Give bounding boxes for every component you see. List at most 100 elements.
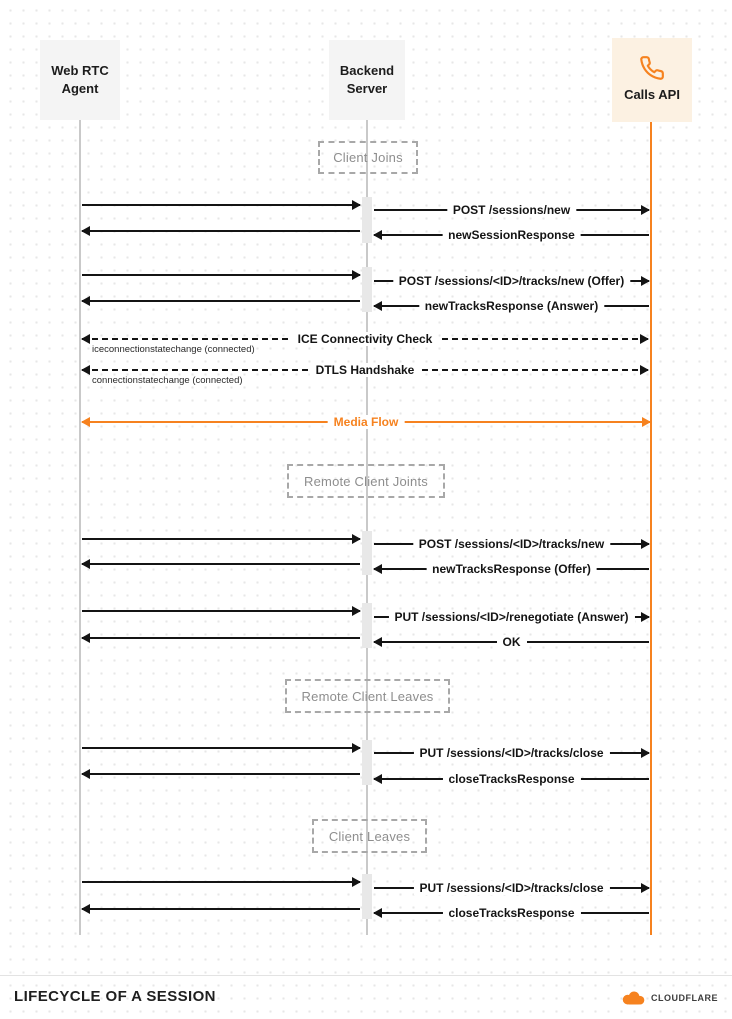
arrow-backend-to-callsapi: PUT /sessions/<ID>/renegotiate (Answer)	[374, 610, 650, 624]
page-title: LIFECYCLE OF A SESSION	[14, 988, 216, 1005]
section-remote-client-leaves: Remote Client Leaves	[285, 679, 450, 713]
arrowhead-right-icon	[641, 883, 650, 893]
arrowhead-left-icon	[373, 301, 382, 311]
message-label: Media Flow	[327, 415, 405, 429]
arrowhead-right-icon	[641, 748, 650, 758]
actor-webrtc-agent-line1: Web RTC	[51, 62, 109, 78]
section-label: Client Joins	[333, 150, 403, 165]
message-label: OK	[496, 635, 527, 649]
arrow-backend-to-agent	[81, 226, 360, 236]
arrowhead-left-icon	[81, 904, 90, 914]
arrowhead-left-icon	[81, 365, 90, 375]
arrow-agent-to-backend	[82, 534, 361, 544]
arrow-callsapi-to-backend: closeTracksResponse	[373, 906, 649, 920]
arrow-backend-to-agent	[81, 296, 360, 306]
arrowhead-left-icon	[81, 769, 90, 779]
lifeline-calls-api	[650, 122, 652, 935]
message-label: newTracksResponse (Offer)	[426, 562, 597, 576]
arrow-backend-to-agent	[81, 559, 360, 569]
arrow-line	[82, 908, 360, 910]
arrow-backend-to-callsapi: PUT /sessions/<ID>/tracks/close	[374, 881, 650, 895]
arrow-line	[82, 773, 360, 775]
message-label: POST /sessions/new	[446, 203, 577, 217]
section-label: Remote Client Leaves	[301, 688, 434, 704]
message-label: newTracksResponse (Answer)	[418, 299, 605, 313]
arrowhead-right-icon	[641, 205, 650, 215]
arrow-callsapi-to-backend: newSessionResponse	[373, 228, 649, 242]
activation-bar	[362, 603, 372, 648]
arrowhead-right-icon	[352, 270, 361, 280]
activation-bar	[362, 197, 372, 243]
arrow-backend-to-callsapi: PUT /sessions/<ID>/tracks/close	[374, 746, 650, 760]
arrow-line	[82, 274, 360, 276]
arrowhead-left-icon	[373, 637, 382, 647]
arrowhead-left-icon	[81, 559, 90, 569]
arrowhead-left-icon	[81, 226, 90, 236]
arrow-line	[82, 637, 360, 639]
arrow-dtls-handshake: DTLS Handshake	[81, 363, 649, 377]
arrowhead-right-icon	[352, 200, 361, 210]
arrow-line	[82, 230, 360, 232]
arrow-backend-to-agent	[81, 904, 360, 914]
arrow-line	[82, 747, 360, 749]
arrowhead-right-icon	[641, 276, 650, 286]
activation-bar	[362, 531, 372, 575]
message-label: closeTracksResponse	[442, 772, 581, 786]
arrowhead-right-icon	[352, 606, 361, 616]
arrow-backend-to-callsapi: POST /sessions/new	[374, 203, 650, 217]
arrowhead-left-icon	[81, 296, 90, 306]
message-label: ICE Connectivity Check	[291, 332, 439, 346]
message-label: PUT /sessions/<ID>/tracks/close	[413, 881, 610, 895]
arrowhead-left-icon	[81, 633, 90, 643]
activation-bar	[362, 740, 372, 785]
actor-webrtc-agent: Web RTC Agent	[40, 40, 120, 120]
arrowhead-right-icon	[352, 877, 361, 887]
arrowhead-right-icon	[352, 743, 361, 753]
lifeline-webrtc-agent	[79, 120, 81, 935]
activation-bar	[362, 267, 372, 312]
arrowhead-left-icon	[373, 564, 382, 574]
arrowhead-right-icon	[642, 417, 651, 427]
arrow-line	[82, 610, 360, 612]
cloudflare-wordmark: CLOUDFLARE	[651, 993, 718, 1003]
dtls-state-note: connectionstatechange (connected)	[92, 375, 243, 386]
arrow-agent-to-backend	[82, 743, 361, 753]
message-label: POST /sessions/<ID>/tracks/new (Offer)	[392, 274, 631, 288]
arrow-line	[82, 538, 360, 540]
arrow-backend-to-callsapi: POST /sessions/<ID>/tracks/new (Offer)	[374, 274, 650, 288]
arrow-callsapi-to-backend: OK	[373, 635, 649, 649]
lifeline-backend-server	[366, 120, 368, 935]
arrowhead-right-icon	[641, 539, 650, 549]
arrow-backend-to-agent	[81, 769, 360, 779]
arrowhead-left-icon	[373, 774, 382, 784]
actor-backend-server-line1: Backend	[339, 62, 395, 78]
arrowhead-left-icon	[373, 230, 382, 240]
footer-divider	[0, 975, 732, 976]
arrowhead-right-icon	[640, 365, 649, 375]
section-label: Remote Client Joints	[304, 473, 428, 489]
message-label: closeTracksResponse	[442, 906, 581, 920]
arrowhead-left-icon	[81, 334, 90, 344]
actor-calls-api: Calls API	[612, 38, 692, 122]
phone-icon	[639, 55, 665, 81]
cloudflare-cloud-icon	[620, 991, 646, 1005]
activation-bar	[362, 874, 372, 919]
arrow-callsapi-to-backend: newTracksResponse (Offer)	[373, 562, 649, 576]
arrow-line	[82, 881, 360, 883]
ice-state-note: iceconnectionstatechange (connected)	[92, 344, 255, 355]
arrow-ice-connectivity-check: ICE Connectivity Check	[81, 332, 649, 346]
arrowhead-right-icon	[640, 334, 649, 344]
message-label: POST /sessions/<ID>/tracks/new	[412, 537, 611, 551]
arrowhead-left-icon	[373, 908, 382, 918]
actor-calls-api-label: Calls API	[624, 87, 680, 103]
message-label: newSessionResponse	[442, 228, 581, 242]
section-client-leaves: Client Leaves	[312, 819, 427, 853]
section-client-joins: Client Joins	[318, 141, 418, 174]
message-label: DTLS Handshake	[309, 363, 421, 377]
actor-backend-server-line2: Server	[346, 81, 388, 96]
arrowhead-right-icon	[352, 534, 361, 544]
message-label: PUT /sessions/<ID>/tracks/close	[413, 746, 610, 760]
arrowhead-right-icon	[641, 612, 650, 622]
section-label: Client Leaves	[328, 828, 411, 844]
